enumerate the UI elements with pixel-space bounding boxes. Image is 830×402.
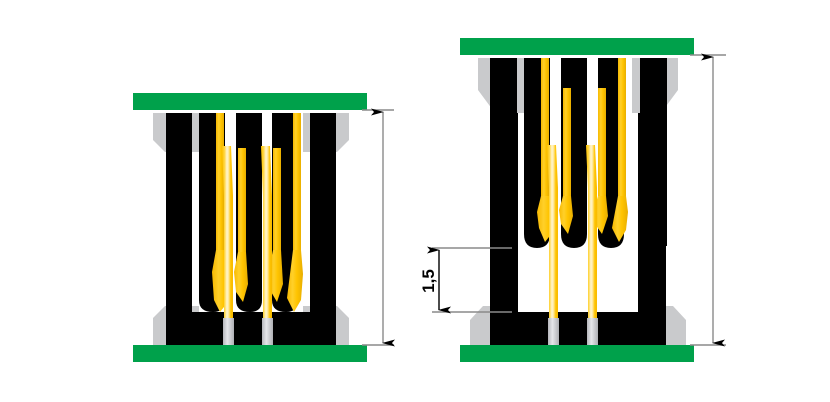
pin-b-beam-right [618,58,626,200]
pin-a-tip [223,318,234,347]
gap-dimension-label: 1,5 [419,269,438,293]
pin-b-tip [262,318,273,347]
pin-b-body [586,145,597,322]
pin-a-beam-right [238,148,246,258]
pin-a [537,58,573,347]
pin-b [261,113,303,347]
pin-a [212,113,248,347]
pin-a-beam-left [216,113,224,255]
pin-a-beam-right [563,88,571,200]
pin-a-tip [548,318,559,347]
housing-outer-wall-right [638,113,666,345]
pin-b-barb-right [287,250,303,312]
pin-b-barb-left [269,250,283,302]
right-pins [537,58,628,347]
pin-a-body [547,145,558,322]
pin-b-beam-left [273,148,281,256]
left-pins [212,113,303,347]
housing-outer-wall-right [310,113,336,345]
right-bottom-board [460,345,694,362]
pin-a-beam-left [541,58,549,200]
pin-b-beam-left [598,88,606,200]
right-gap-dimension: 1,5 [419,246,512,314]
pin-b-barb-right [612,196,628,242]
left-view [133,93,395,362]
right-top-board [460,38,694,55]
pin-b-tip [587,318,598,347]
pin-b [586,58,628,347]
pin-a-barb-right [559,196,573,234]
housing-lower-block [490,312,666,345]
housing-outer-wall-left [166,113,192,345]
pin-b-body [261,146,272,322]
right-overall-height-dimension [690,53,726,347]
left-overall-height-dimension [362,108,395,347]
left-bottom-board [133,345,367,362]
left-top-board [133,93,367,110]
left-housing [166,113,336,345]
pin-b-barb-left [594,196,608,234]
housing-outer-wall-left [490,113,518,345]
pin-a-body [222,146,233,322]
pin-a-barb-right [234,252,248,302]
right-view: 1,5 [419,38,726,362]
right-housing [490,58,667,345]
housing-lower-block [166,312,336,345]
pin-b-beam-right [293,113,301,255]
